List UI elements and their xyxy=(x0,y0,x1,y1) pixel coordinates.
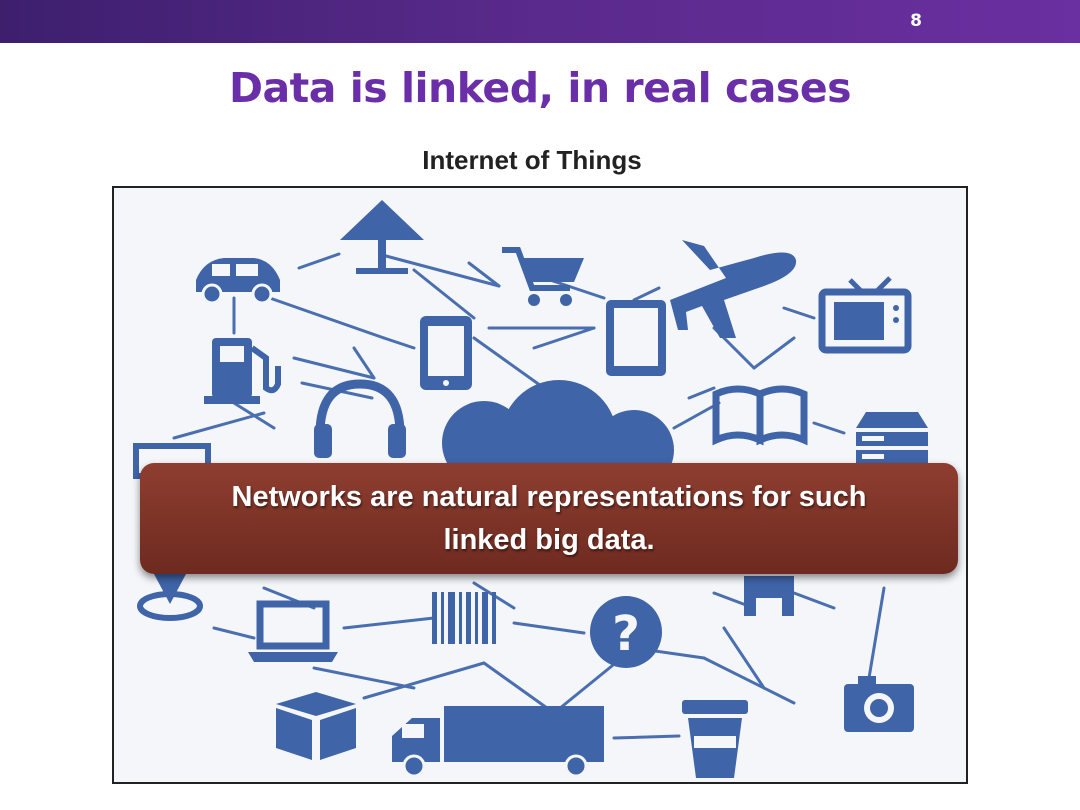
camera-icon xyxy=(844,676,914,732)
tv-icon xyxy=(818,276,912,354)
shopping-cart-icon xyxy=(502,247,584,306)
fuel-pump-icon xyxy=(204,338,281,404)
airplane-icon xyxy=(670,240,797,338)
laptop-icon xyxy=(248,600,338,662)
server-icon xyxy=(856,412,928,464)
package-icon xyxy=(276,692,356,760)
coffee-cup-icon xyxy=(682,700,748,778)
figure-caption: Internet of Things xyxy=(422,145,642,175)
car-icon xyxy=(196,258,280,305)
question-icon: ? xyxy=(590,596,662,668)
lamp-icon xyxy=(340,200,424,274)
slide-title: Data is linked, in real cases xyxy=(228,64,852,112)
callout-text: Networks are natural representations for… xyxy=(231,480,867,556)
house-icon xyxy=(744,576,794,616)
truck-icon xyxy=(392,706,604,778)
tablet-icon xyxy=(606,300,666,376)
barcode-icon xyxy=(432,592,496,644)
headphones-icon xyxy=(314,379,406,458)
slide-number: 8 xyxy=(910,11,922,31)
header-bar: 8 xyxy=(0,0,1080,43)
phone-icon xyxy=(420,316,472,390)
iot-network-illustration: ? xyxy=(133,200,928,778)
callout-box: Networks are natural representations for… xyxy=(140,463,958,574)
book-icon xyxy=(712,385,808,446)
svg-text:?: ? xyxy=(612,606,640,662)
location-pin-icon xyxy=(137,574,203,621)
